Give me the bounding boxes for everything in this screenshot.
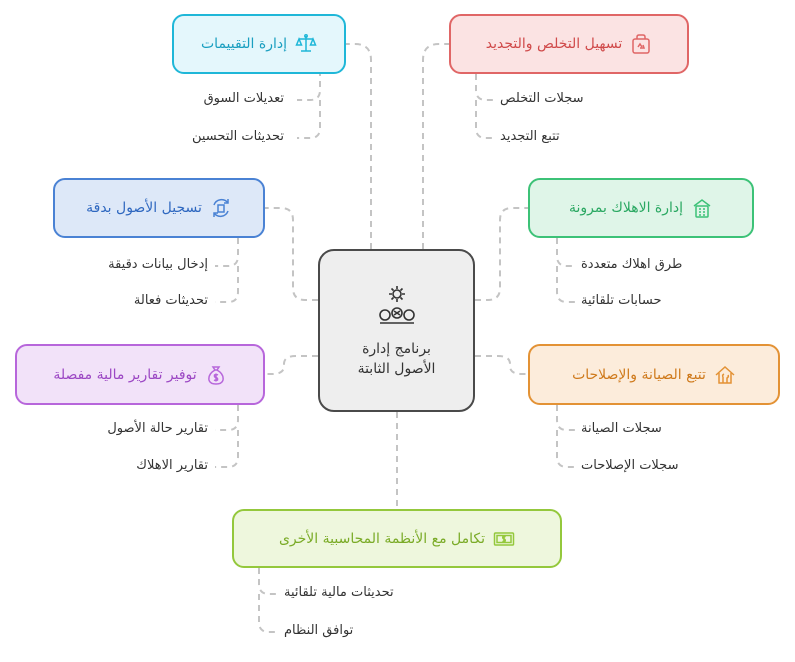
node-accounting-integration[interactable]: تكامل مع الأنظمة المحاسبية الأخرى — [232, 509, 562, 568]
leaf-depreciation-reports: تقارير الاهلاك — [136, 458, 208, 473]
central-title-line2: الأصول الثابتة — [357, 360, 436, 377]
leaf-efficient-updates: تحديثات فعالة — [133, 293, 208, 308]
leaf-renewal-tracking: تتبع التجديد — [500, 129, 560, 144]
leaf-automatic-financial-updates: تحديثات مالية تلقائية — [284, 585, 394, 600]
node-maintenance-title: تتبع الصيانة والإصلاحات — [572, 366, 706, 383]
node-valuation-title: إدارة التقييمات — [201, 36, 288, 52]
cash-icon — [493, 528, 515, 550]
money-bag-icon — [205, 364, 227, 386]
node-reports-title: توفير تقارير مالية مفصلة — [53, 366, 197, 383]
leaf-accurate-data-entry: إدخال بيانات دقيقة — [108, 257, 208, 272]
node-depreciation-title: إدارة الاهلاك بمرونة — [568, 200, 684, 216]
gears-coins-icon — [374, 283, 420, 329]
node-maintenance-tracking[interactable]: تتبع الصيانة والإصلاحات — [528, 344, 780, 405]
node-integration-title: تكامل مع الأنظمة المحاسبية الأخرى — [278, 530, 486, 547]
node-depreciation-management[interactable]: إدارة الاهلاك بمرونة — [528, 178, 754, 238]
leaf-multiple-depreciation-methods: طرق اهلاك متعددة — [581, 257, 683, 272]
node-disposal-title: تسهيل التخلص والتجديد — [485, 36, 623, 52]
recycle-bag-icon — [630, 33, 652, 55]
node-registration-title: تسجيل الأصول بدقة — [86, 200, 202, 216]
node-financial-reports[interactable]: توفير تقارير مالية مفصلة — [15, 344, 265, 405]
leaf-maintenance-records: سجلات الصيانة — [581, 421, 662, 436]
leaf-repair-records: سجلات الإصلاحات — [581, 458, 679, 473]
node-valuation-management[interactable]: إدارة التقييمات — [172, 14, 346, 74]
house-wrench-icon — [714, 364, 736, 386]
leaf-improvement-updates: تحديثات التحسين — [191, 129, 284, 144]
leaf-market-adjustments: تعديلات السوق — [203, 91, 284, 106]
leaf-disposal-records: سجلات التخلص — [500, 91, 584, 106]
node-disposal-renewal[interactable]: تسهيل التخلص والتجديد — [449, 14, 689, 74]
leaf-system-compatibility: توافق النظام — [284, 623, 354, 638]
node-asset-registration[interactable]: تسجيل الأصول بدقة — [53, 178, 265, 238]
leaf-automatic-calculations: حسابات تلقائية — [581, 293, 662, 308]
sync-files-icon — [210, 197, 232, 219]
scales-icon — [295, 33, 317, 55]
leaf-asset-status-reports: تقارير حالة الأصول — [107, 421, 208, 436]
central-node: برنامج إدارة الأصول الثابتة — [318, 249, 475, 412]
calculator-house-icon — [691, 197, 713, 219]
central-title-line1: برنامج إدارة — [362, 340, 431, 357]
